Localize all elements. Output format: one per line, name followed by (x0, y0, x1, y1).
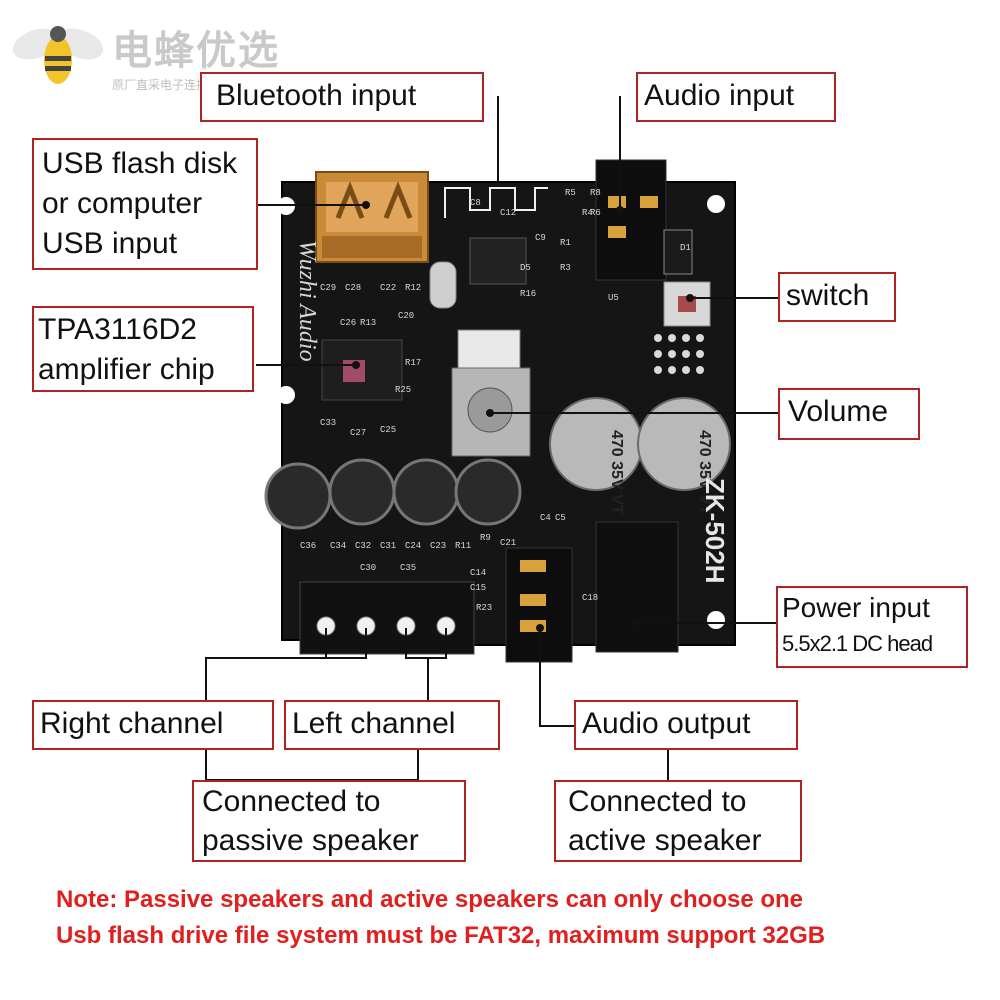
silkscreen-designator: C32 (355, 541, 371, 551)
note-line-2: Usb flash drive file system must be FAT3… (56, 922, 826, 949)
silkscreen-designator: C34 (330, 541, 346, 551)
switch-label: switch (786, 279, 870, 312)
silkscreen-designator: R16 (520, 289, 536, 299)
silkscreen-designator: C25 (380, 425, 396, 435)
right-channel-label: Right channel (40, 707, 224, 740)
silkscreen-designator: R8 (590, 188, 601, 198)
silkscreen-designator: C29 (320, 283, 336, 293)
passive-speaker-line-2: passive speaker (202, 824, 419, 857)
callout-audio-output: Audio output (574, 700, 798, 750)
silkscreen-designator: C8 (470, 198, 481, 208)
bee-logo-icon (12, 26, 104, 84)
usb-input-line-2: or computer (42, 187, 203, 220)
callout-power-input: Power input 5.5x2.1 DC head (776, 586, 968, 668)
callout-passive-speaker: Connected to passive speaker (192, 780, 466, 862)
silkscreen-designator: R1 (560, 238, 571, 248)
silkscreen-designator: C26 (340, 318, 356, 328)
silkscreen-designator: C35 (400, 563, 416, 573)
active-speaker-line-1: Connected to (568, 785, 747, 818)
callout-usb-input: USB flash disk or computer USB input (32, 138, 258, 270)
audio-output-label: Audio output (582, 707, 751, 740)
silkscreen-designator: C4 (540, 513, 551, 523)
silkscreen-designator: R6 (590, 208, 601, 218)
board-brand-script: Wuzhi Audio (294, 240, 320, 362)
left-channel-label: Left channel (292, 707, 456, 740)
audio-input-label: Audio input (644, 79, 795, 112)
power-input-line-1: Power input (782, 592, 930, 623)
silkscreen-designator: C31 (380, 541, 396, 551)
silkscreen-designator: R11 (455, 541, 471, 551)
silkscreen-designator: R25 (395, 385, 411, 395)
amplifier-chip-line-2: amplifier chip (38, 353, 215, 386)
callout-amplifier-chip: TPA3116D2 amplifier chip (32, 306, 254, 392)
silkscreen-designator: C24 (405, 541, 421, 551)
silkscreen-designator: R5 (565, 188, 576, 198)
active-speaker-line-2: active speaker (568, 824, 762, 857)
silkscreen-designator: U5 (608, 293, 619, 303)
silkscreen-designator: R13 (360, 318, 376, 328)
callout-active-speaker: Connected to active speaker (554, 780, 802, 862)
usb-input-line-3: USB input (42, 227, 178, 260)
note-line-1: Note: Passive speakers and active speake… (56, 886, 804, 913)
silkscreen-designator: C12 (500, 208, 516, 218)
callout-left-channel: Left channel (284, 700, 500, 750)
silkscreen-designator: C30 (360, 563, 376, 573)
silkscreen-designator: R23 (476, 603, 492, 613)
callout-switch: switch (778, 272, 896, 322)
silkscreen-designator: C27 (350, 428, 366, 438)
silkscreen-designator: C36 (300, 541, 316, 551)
silkscreen-designator: C5 (555, 513, 566, 523)
silkscreen-designator: R12 (405, 283, 421, 293)
silkscreen-designator: R4 (582, 208, 593, 218)
silkscreen-designator: R3 (560, 263, 571, 273)
silkscreen-designator: C33 (320, 418, 336, 428)
silkscreen-designator: C15 (470, 583, 486, 593)
silkscreen-designator: C14 (470, 568, 486, 578)
silkscreen-designator: C22 (380, 283, 396, 293)
silkscreen-designator: C9 (535, 233, 546, 243)
callout-bluetooth-input: Bluetooth input (200, 72, 484, 122)
callout-volume: Volume (778, 388, 920, 440)
bluetooth-input-label: Bluetooth input (216, 79, 417, 112)
silkscreen-designator: C23 (430, 541, 446, 551)
callout-audio-input: Audio input (636, 72, 836, 122)
usb-input-line-1: USB flash disk (42, 147, 238, 180)
silkscreen-designator: C28 (345, 283, 361, 293)
volume-label: Volume (788, 395, 889, 428)
silkscreen-designator: R17 (405, 358, 421, 368)
silkscreen-designator: R9 (480, 533, 491, 543)
passive-speaker-line-1: Connected to (202, 785, 381, 818)
capacitor-marking-1: 470 35V VT (608, 430, 625, 515)
board-model-label: ZK-502H (700, 478, 730, 583)
watermark-brand: 电蜂优选 (112, 28, 280, 74)
silkscreen-designator: C18 (582, 593, 598, 603)
silkscreen-designator: D5 (520, 263, 531, 273)
amplifier-chip-line-1: TPA3116D2 (38, 313, 197, 346)
silkscreen-designator: C21 (500, 538, 516, 548)
power-input-line-2: 5.5x2.1 DC head (782, 631, 933, 656)
silkscreen-designator: D1 (680, 243, 691, 253)
silkscreen-designator: C20 (398, 311, 414, 321)
callout-right-channel: Right channel (32, 700, 274, 750)
capacitor-marking-2: 470 35V VT (696, 430, 713, 515)
